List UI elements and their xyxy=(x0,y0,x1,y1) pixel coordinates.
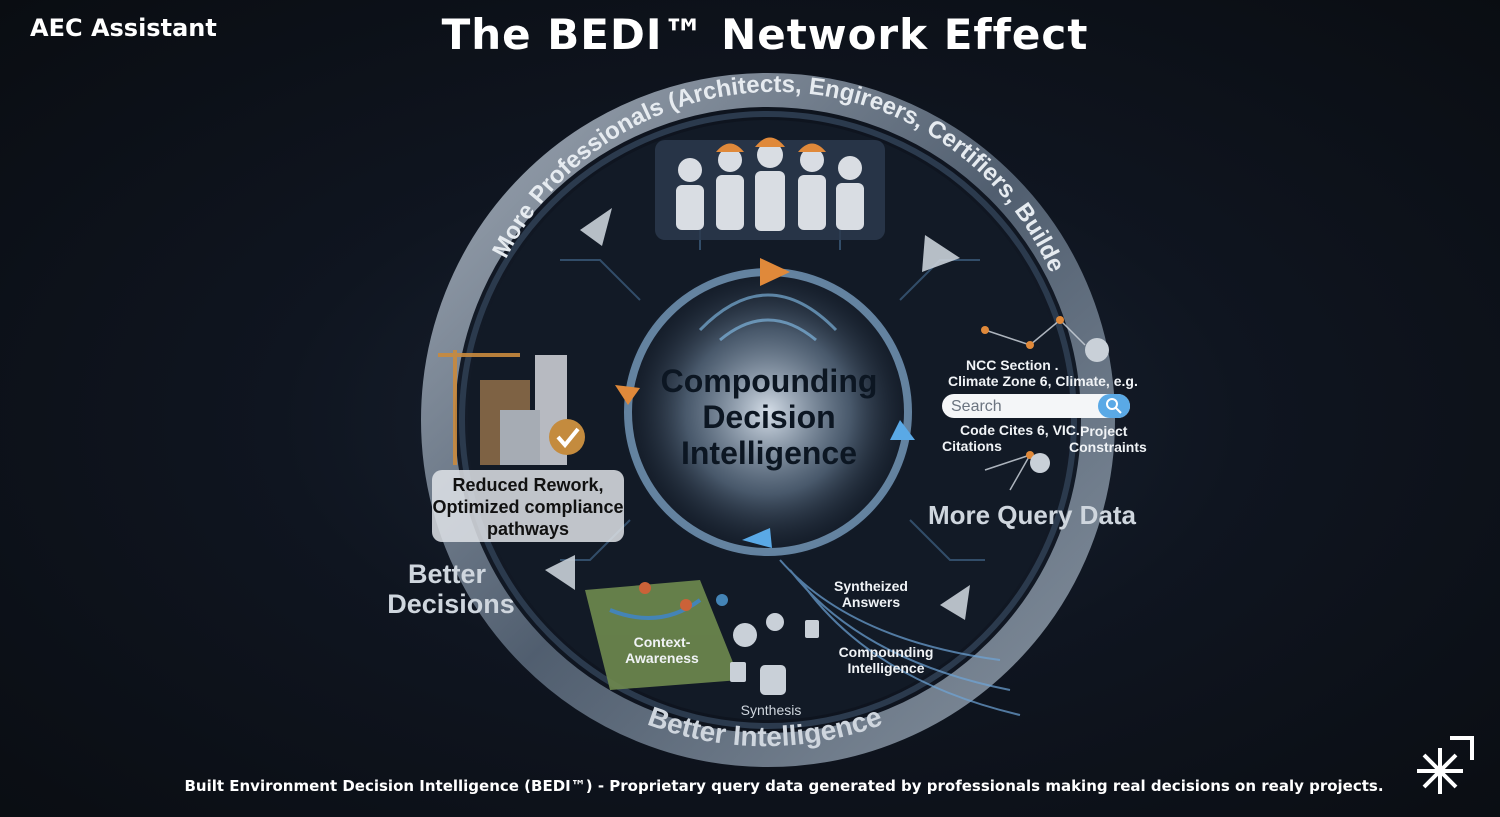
ncc-line-2: Climate Zone 6, Climate, e.g. xyxy=(948,373,1138,389)
database-icon xyxy=(760,665,786,695)
left-caption-2: Optimized compliance xyxy=(432,497,623,517)
left-caption-3: pathways xyxy=(487,519,569,539)
outer-ring-inner-edge xyxy=(459,111,1077,729)
building-icon xyxy=(438,350,567,465)
search-bar[interactable] xyxy=(942,394,1130,418)
search-placeholder: Search xyxy=(951,398,1002,415)
search-icon xyxy=(1106,398,1118,410)
map-icon xyxy=(585,580,740,690)
synthesized-1: Syntheized xyxy=(834,578,908,594)
check-icon xyxy=(549,419,585,455)
sparkle-logo-icon xyxy=(1417,736,1474,794)
code-cites: Code Cites 6, VIC. xyxy=(960,422,1080,438)
cycle-arrow-bottom-right xyxy=(940,585,970,620)
project: Project xyxy=(1080,423,1128,439)
data-stream xyxy=(779,559,1021,716)
center-line-1: Compounding xyxy=(661,363,878,399)
center-line-2: Decision xyxy=(702,399,835,435)
brain-icon xyxy=(698,293,838,342)
better-decisions-2: Decisions xyxy=(387,589,515,619)
context-2: Awareness xyxy=(625,650,699,666)
cycle-arrow-bottom-left xyxy=(545,555,575,590)
synthesis-label: Synthesis xyxy=(741,702,802,718)
cycle-arrow-top-right xyxy=(922,235,960,272)
professionals-icon xyxy=(655,137,885,240)
compounding-1: Compounding xyxy=(839,644,934,660)
gear-icon xyxy=(733,613,784,647)
page-title: The BEDI™ Network Effect xyxy=(441,10,1089,59)
settings-gear-icon xyxy=(1030,338,1109,473)
constraints: Constraints xyxy=(1069,439,1147,455)
better-decisions-1: Better xyxy=(408,559,487,589)
left-caption-1: Reduced Rework, xyxy=(452,475,603,495)
outer-ring xyxy=(421,73,1115,767)
inner-cycle-arrows xyxy=(615,258,915,548)
brand-name: AEC Assistant xyxy=(30,14,217,42)
footer-note: Built Environment Decision Intelligence … xyxy=(184,777,1384,795)
compounding-2: Intelligence xyxy=(847,660,924,676)
center-line-3: Intelligence xyxy=(681,435,857,471)
ncc-line-1: NCC Section . xyxy=(966,357,1059,373)
more-query-data-label: More Query Data xyxy=(928,500,1137,530)
network-nodes xyxy=(981,316,1064,459)
synthesized-2: Answers xyxy=(842,594,901,610)
citations: Citations xyxy=(942,438,1002,454)
center-glow xyxy=(618,262,918,562)
context-1: Context- xyxy=(634,634,691,650)
document-icon xyxy=(730,620,819,682)
cycle-arrow-top-left xyxy=(580,208,612,246)
